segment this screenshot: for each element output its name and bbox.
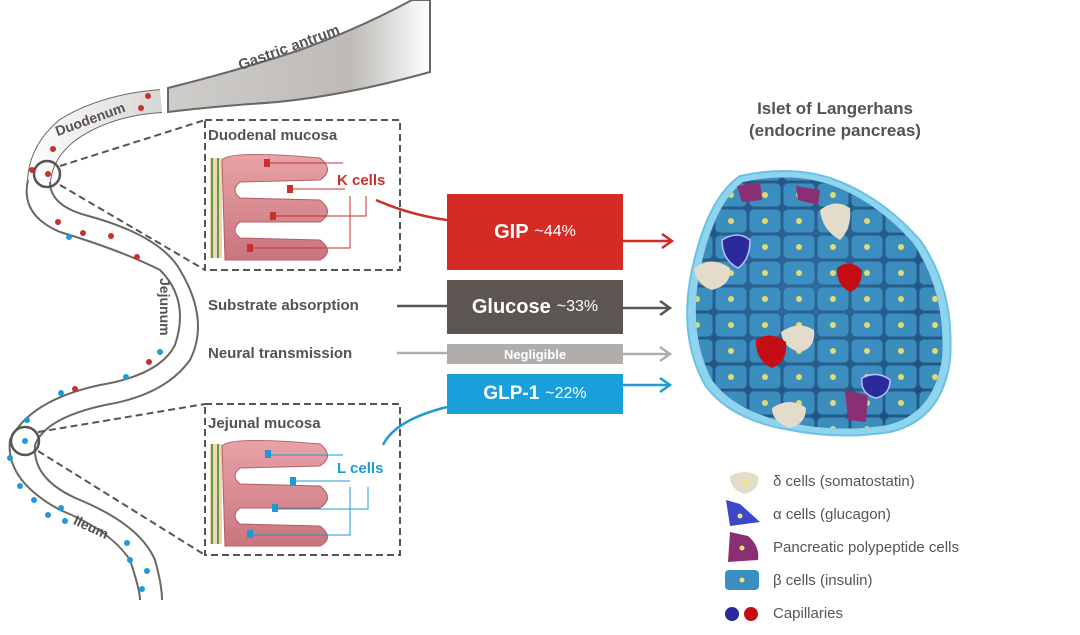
glucose-value: ~33%: [556, 298, 599, 315]
islet-title-line1: Islet of Langerhans: [757, 99, 913, 118]
islet-title: Islet of Langerhans (endocrine pancreas): [700, 98, 970, 142]
legend-icons: [725, 472, 760, 621]
legend-beta: β cells (insulin): [773, 572, 873, 589]
gip-value: ~44%: [534, 223, 576, 240]
output-arrows: [623, 232, 675, 394]
l-cell-dots: [7, 234, 163, 592]
gip-name: GIP: [494, 220, 529, 243]
gip-box: GIP ~44%: [447, 194, 623, 270]
glucose-name: Glucose: [471, 295, 551, 318]
jejunal-inset-box: [204, 403, 401, 556]
k-cells-label: K cells: [337, 172, 386, 189]
intestine-tube-inner: [33, 181, 199, 601]
glp1-name: GLP-1: [483, 383, 540, 404]
substrate-absorption-label: Substrate absorption: [208, 297, 359, 314]
islet-special-cells: [694, 182, 891, 428]
glucose-box: Glucose ~33%: [447, 280, 623, 334]
capillary-icon-blue: [725, 607, 739, 621]
jejunum-magnifier: [9, 425, 41, 457]
duodenal-inset-box: [204, 119, 401, 271]
duodenal-connector: [59, 119, 206, 271]
duodenal-mucosa-title: Duodenal mucosa: [208, 127, 338, 144]
jejunal-mucosa-title: Jejunal mucosa: [208, 415, 321, 432]
glp1-box: GLP-1 ~22%: [447, 374, 623, 414]
intestine-tube-outer: [8, 179, 181, 601]
l-cell-arrow-line: [381, 405, 448, 446]
capillary-icon-red: [744, 607, 758, 621]
jejunal-villi: [210, 439, 328, 547]
k-cell-arrow-line: [375, 198, 448, 222]
islet-title-line2: (endocrine pancreas): [749, 121, 921, 140]
l-cells-label: L cells: [337, 460, 384, 477]
gastric-antrum: [167, 0, 431, 114]
legend-capillaries: Capillaries: [773, 605, 844, 622]
k-cell-dots: [29, 93, 152, 392]
legend-delta: δ cells (somatostatin): [773, 473, 915, 490]
legend-pp: Pancreatic polypeptide cells: [773, 539, 959, 556]
l-cell-leaders: [253, 454, 369, 536]
duodenal-villi: [210, 153, 328, 261]
jejunum-label: Jejunum: [157, 278, 173, 336]
neural-transmission-label: Neural transmission: [208, 345, 353, 362]
alpha-cell-icon: [726, 500, 760, 526]
k-cell-leaders: [253, 162, 367, 249]
jejunal-connector: [37, 403, 206, 556]
legend-alpha: α cells (glucagon): [773, 506, 891, 523]
duodenum-magnifier: [32, 159, 62, 189]
neural-contribution: Negligible: [503, 346, 567, 362]
negligible-box: Negligible: [447, 344, 623, 364]
glp1-value: ~22%: [545, 385, 587, 402]
